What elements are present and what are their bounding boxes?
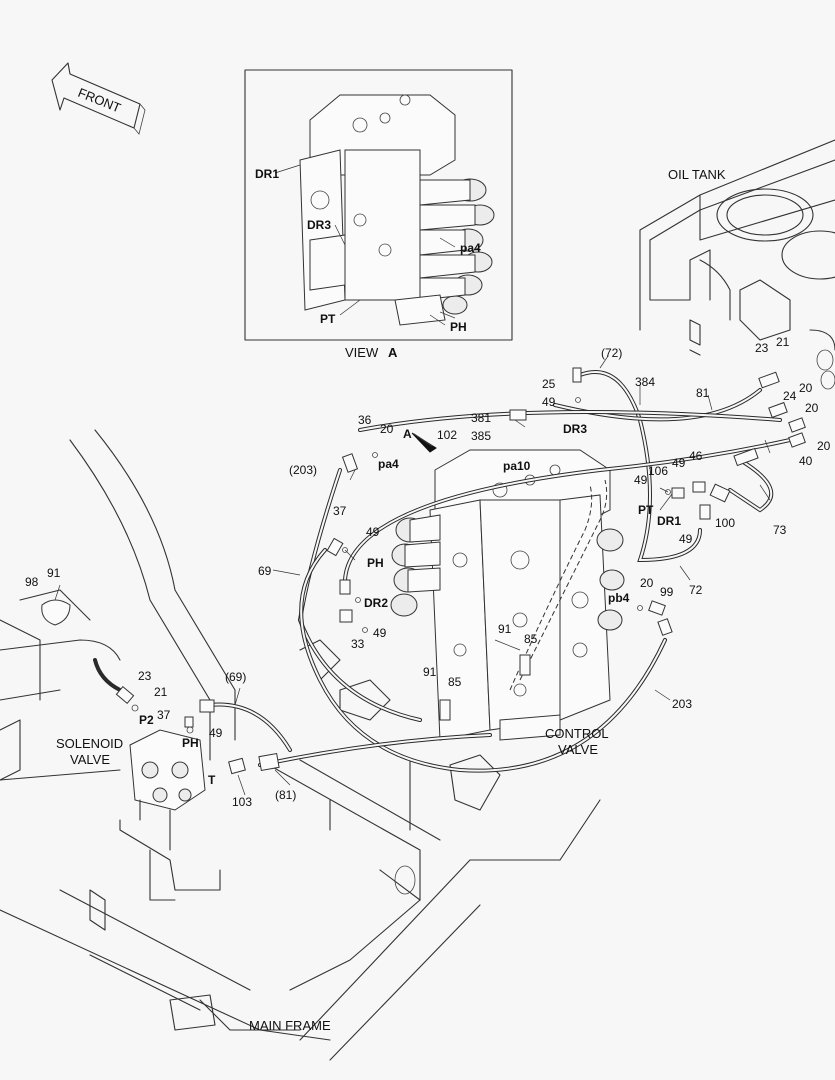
inset-port-ph: PH <box>450 320 467 334</box>
control-valve-label-line2: VALVE <box>558 742 598 757</box>
part-label: 81 <box>696 386 710 400</box>
part-label: 49 <box>672 456 686 470</box>
part-label: 33 <box>351 637 365 651</box>
part-label: 91 <box>47 566 61 580</box>
fittings <box>41 367 806 775</box>
control-valve-body <box>390 449 625 741</box>
part-label: 73 <box>773 523 787 537</box>
part-label: 23 <box>138 669 152 683</box>
part-label: 37 <box>333 504 347 518</box>
front-label: FRONT <box>76 85 123 116</box>
solenoid-valve-label-line1: SOLENOID <box>56 736 123 751</box>
part-label: 106 <box>648 464 668 478</box>
part-label: 49 <box>542 395 556 409</box>
part-label: 37 <box>157 708 171 722</box>
part-label: 91 <box>498 622 512 636</box>
view-marker-a: A <box>403 427 412 441</box>
inset-port-dr3: DR3 <box>307 218 331 232</box>
part-label: 49 <box>366 525 380 539</box>
part-label: 20 <box>380 422 394 436</box>
part-label: (72) <box>601 346 622 360</box>
port-dr1: DR1 <box>657 514 681 528</box>
inset-control-valve <box>299 94 495 326</box>
oil-tank-outline <box>639 139 835 390</box>
part-label: 46 <box>689 449 703 463</box>
port-pb4: pb4 <box>608 591 630 605</box>
part-label: 36 <box>358 413 372 427</box>
part-label: 381 <box>471 411 491 425</box>
part-label: 91 <box>423 665 437 679</box>
part-label: 203 <box>672 697 692 711</box>
part-label: 49 <box>679 532 693 546</box>
part-label: 102 <box>437 428 457 442</box>
part-label: (203) <box>289 463 317 477</box>
inset-view-a <box>244 69 513 341</box>
part-label: 24 <box>783 389 797 403</box>
control-valve-label-line1: CONTROL <box>545 726 609 741</box>
port-pa10: pa10 <box>503 459 531 473</box>
inset-port-pt: PT <box>320 312 336 326</box>
inset-caption-prefix: VIEW <box>345 345 379 360</box>
part-label: 385 <box>471 429 491 443</box>
part-label: (69) <box>225 670 246 684</box>
front-arrow <box>51 62 146 135</box>
part-label: (81) <box>275 788 296 802</box>
part-label: 49 <box>634 473 648 487</box>
part-label: 40 <box>799 454 813 468</box>
text-labels: FRONT DR1 DR3 pa4 PT PH VIEW A OIL TANK … <box>25 85 831 1033</box>
port-pa4: pa4 <box>378 457 399 471</box>
part-label: 72 <box>689 583 703 597</box>
part-label: 23 <box>755 341 769 355</box>
part-label: 98 <box>25 575 39 589</box>
main-frame-outline <box>0 429 601 1061</box>
port-pt: PT <box>638 503 654 517</box>
part-label: 100 <box>715 516 735 530</box>
inset-caption-letter: A <box>388 345 398 360</box>
part-label: 49 <box>209 726 223 740</box>
part-label: 103 <box>232 795 252 809</box>
part-label: 20 <box>817 439 831 453</box>
hoses <box>93 370 792 773</box>
inset-port-dr1: DR1 <box>255 167 279 181</box>
part-label: 20 <box>799 381 813 395</box>
port-dr2: DR2 <box>364 596 388 610</box>
port-p2: P2 <box>139 713 154 727</box>
part-label: 85 <box>524 632 538 646</box>
part-label: 49 <box>373 626 387 640</box>
inset-port-pa4: pa4 <box>460 241 481 255</box>
port-ph-cv: PH <box>367 556 384 570</box>
port-dr3: DR3 <box>563 422 587 436</box>
part-label: 25 <box>542 377 556 391</box>
part-label: 20 <box>805 401 819 415</box>
part-label: 99 <box>660 585 674 599</box>
oil-tank-label: OIL TANK <box>668 167 726 182</box>
part-label: 384 <box>635 375 655 389</box>
part-label: 21 <box>154 685 168 699</box>
part-label: 69 <box>258 564 272 578</box>
part-label: 20 <box>640 576 654 590</box>
solenoid-valve-label-line2: VALVE <box>70 752 110 767</box>
port-ph-sv: PH <box>182 736 199 750</box>
solenoid-valve-body <box>119 729 221 891</box>
leader-lines <box>54 164 771 796</box>
port-t: T <box>208 773 216 787</box>
main-frame-label: MAIN FRAME <box>249 1018 331 1033</box>
part-label: 21 <box>776 335 790 349</box>
part-label: 85 <box>448 675 462 689</box>
